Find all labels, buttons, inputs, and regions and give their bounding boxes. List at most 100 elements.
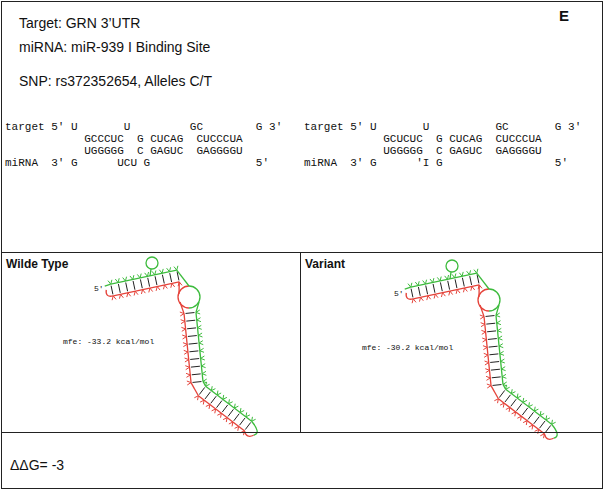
strand-line [211, 389, 215, 391]
strand-line [450, 291, 453, 294]
strand-line [113, 296, 116, 299]
strand-line [163, 285, 164, 289]
strand-line [135, 291, 138, 294]
strand-line [428, 296, 431, 299]
strand-line [201, 364, 205, 366]
strand-line [502, 374, 506, 376]
strand-line [186, 367, 190, 369]
strand-line [133, 281, 135, 290]
strand-line [118, 284, 120, 293]
strand-line [183, 343, 187, 345]
strand-line [186, 375, 190, 377]
strand-line [489, 346, 498, 348]
strand-line [491, 369, 500, 371]
strand-line [180, 314, 184, 316]
strand-line [159, 270, 162, 273]
panel-letter: E [559, 7, 569, 24]
strand-line [487, 384, 491, 386]
strand-line [497, 323, 501, 325]
strand-line [200, 348, 204, 350]
strand-line [501, 367, 505, 369]
strand-line [501, 369, 505, 371]
strand-line [240, 418, 245, 425]
strand-line [456, 290, 457, 294]
strand-line [443, 293, 446, 296]
strand-line [141, 290, 142, 294]
strand-line [509, 408, 511, 412]
strand-line [133, 275, 134, 279]
strand-line [229, 402, 233, 404]
strand-line [199, 341, 203, 343]
strand-line [449, 291, 450, 295]
panel-title: Wilde Type [6, 258, 68, 272]
strand-line [198, 325, 202, 327]
strand-line [137, 274, 140, 277]
strand-line [187, 383, 191, 385]
strand-line [459, 273, 462, 276]
five-prime-end [406, 293, 413, 299]
strand-line [487, 330, 496, 332]
strand-line [506, 387, 510, 389]
alignment-line: miRNA 3' G 'I G 5' [304, 157, 568, 169]
strand-line [182, 335, 186, 337]
strand-line [514, 412, 516, 416]
strand-line [185, 360, 189, 362]
strand-line [517, 404, 522, 411]
strand-line [496, 315, 500, 317]
alignment-line: target 5' U U GC G 3' [5, 121, 282, 133]
strand-line [413, 285, 479, 299]
strand-line [147, 272, 148, 276]
strand-line [165, 285, 168, 288]
strand-line [498, 338, 502, 340]
strand-line [552, 422, 556, 424]
strand-line [155, 276, 157, 285]
strand-line [184, 352, 188, 354]
strand-line [471, 286, 472, 290]
strand-line [193, 381, 202, 383]
strand-line [198, 335, 202, 337]
strand-line [426, 285, 428, 294]
strand-line [517, 396, 521, 398]
strand-line [198, 396, 244, 431]
strand-line [184, 350, 188, 352]
strand-line [405, 287, 411, 289]
strand-line [128, 293, 131, 296]
strand-line [474, 270, 477, 273]
mfe-value: mfe: -33.2 kcal/mol [63, 337, 154, 346]
strand-line [486, 323, 495, 325]
strand-line [433, 278, 434, 282]
strand-line [198, 333, 202, 335]
strand-line [174, 267, 177, 270]
strand-line [201, 358, 205, 360]
strand-line [481, 323, 485, 325]
strand-line [496, 305, 499, 315]
strand-line [452, 274, 455, 277]
strand-line [546, 418, 550, 420]
strand-line [440, 277, 441, 281]
strand-line [171, 283, 172, 287]
strand-line [184, 314, 191, 383]
strand-line [486, 370, 490, 372]
strand-line [252, 419, 256, 421]
strand-line [183, 344, 187, 346]
strand-line [140, 274, 141, 278]
strand-line [155, 270, 156, 274]
alignment-line: UGGGGG C GAGUC GAGGGGU [5, 145, 243, 157]
strand-line [480, 305, 484, 317]
strand-line [463, 288, 464, 292]
strand-line [206, 384, 210, 386]
alignment-line: GCCCUC G CUCAG CUCCCUA [5, 133, 243, 145]
strand-line [125, 277, 126, 281]
strand-line [187, 381, 191, 383]
strand-line [181, 321, 185, 323]
strand-line [217, 393, 221, 395]
strand-line [111, 280, 112, 284]
alignment-line: target 5' U U GC G 3' [304, 121, 581, 133]
strand-line [467, 271, 470, 274]
strand-line [123, 278, 126, 281]
strand-line [192, 373, 201, 375]
strand-line [520, 416, 522, 420]
strand-line [503, 403, 505, 407]
strand-line [496, 315, 503, 384]
duplex-structure [105, 257, 257, 436]
